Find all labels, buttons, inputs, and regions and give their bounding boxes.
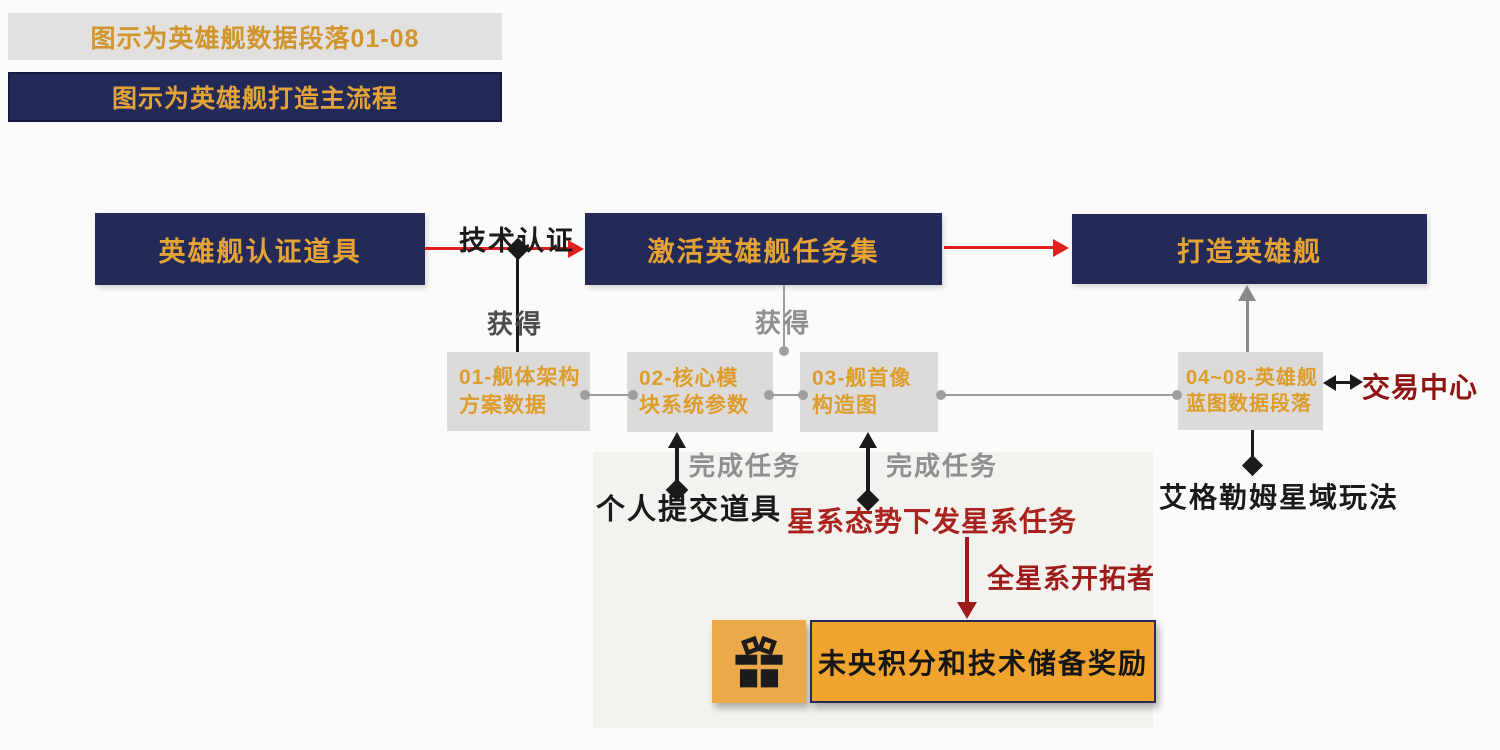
line-seg-to-aigelemu (1251, 430, 1254, 462)
connector-dot (1172, 390, 1182, 400)
seg-box-04-08-line1: 04~08-英雄舰 (1186, 367, 1318, 389)
reward-box: 未央积分和技术储备奖励 (810, 620, 1156, 703)
seg-box-01: 01-舰体架构 方案数据 (447, 352, 590, 431)
node-hero-cert-item: 英雄舰认证道具 (95, 213, 425, 285)
label-trade-center: 交易中心 (1362, 372, 1479, 403)
arrow-complete-2-head (859, 432, 877, 448)
gift-icon (735, 635, 783, 687)
label-complete-task-2: 完成任务 (886, 451, 999, 481)
arrow-pioneer-line (965, 537, 969, 605)
connector-dot-obtain-2 (779, 346, 789, 356)
seg-box-02: 02-核心模 块系统参数 (627, 352, 773, 432)
label-aigelemu-gameplay: 艾格勒姆星域玩法 (1159, 482, 1400, 513)
arrow-seg-to-build-line (1246, 299, 1249, 352)
seg-box-03-line1: 03-舰首像 (812, 366, 912, 390)
legend-data-segments: 图示为英雄舰数据段落01-08 (8, 13, 502, 60)
node-activate-taskset: 激活英雄舰任务集 (585, 213, 942, 285)
arrow-activate-to-build-head (1053, 239, 1069, 257)
arrow-complete-1-head (668, 432, 686, 448)
label-galaxy-pioneer: 全星系开拓者 (987, 564, 1155, 594)
seg-box-02-line1: 02-核心模 (639, 366, 739, 390)
node-build-hero-ship: 打造英雄舰 (1072, 214, 1427, 284)
connector-line-01-02 (588, 394, 632, 396)
connector-dot (798, 390, 808, 400)
seg-box-04-08: 04~08-英雄舰 蓝图数据段落 (1178, 352, 1323, 430)
connector-dot (580, 390, 590, 400)
line-obtain-2 (783, 285, 785, 347)
connector-dot (936, 390, 946, 400)
seg-box-04-08-line2: 蓝图数据段落 (1186, 393, 1312, 415)
connector-line-03-04 (944, 394, 1176, 396)
arrow-complete-1-line (675, 445, 679, 487)
line-obtain-seg01 (516, 250, 519, 352)
seg-box-01-line2: 方案数据 (459, 393, 547, 417)
arrow-tech-cert-head (568, 240, 584, 258)
arrow-tech-cert-line (425, 247, 571, 250)
arrow-trade-head-left (1323, 375, 1336, 391)
connector-line-02-03 (772, 394, 802, 396)
arrow-trade-head-right (1350, 374, 1363, 390)
reward-gift-section (712, 620, 806, 703)
seg-box-03: 03-舰首像 构造图 (800, 352, 938, 432)
label-personal-submit: 个人提交道具 (596, 494, 783, 526)
label-galaxy-task: 星系态势下发星系任务 (787, 506, 1078, 537)
seg-box-02-line2: 块系统参数 (639, 394, 749, 417)
junction-diamond-aigelemu (1241, 454, 1264, 477)
legend-main-process: 图示为英雄舰打造主流程 (8, 72, 502, 122)
arrow-trade-line (1333, 381, 1353, 384)
connector-dot (764, 390, 774, 400)
seg-box-01-line1: 01-舰体架构 (459, 366, 581, 390)
connector-dot (628, 390, 638, 400)
label-obtain-1: 获得 (487, 309, 544, 339)
arrow-pioneer-head (957, 602, 977, 619)
label-complete-task-1: 完成任务 (689, 451, 802, 481)
arrow-complete-2-line (866, 445, 870, 497)
seg-box-03-line2: 构造图 (812, 394, 878, 417)
arrow-seg-to-build-head (1238, 285, 1256, 301)
label-obtain-2: 获得 (755, 308, 812, 338)
arrow-activate-to-build-line (944, 246, 1056, 249)
